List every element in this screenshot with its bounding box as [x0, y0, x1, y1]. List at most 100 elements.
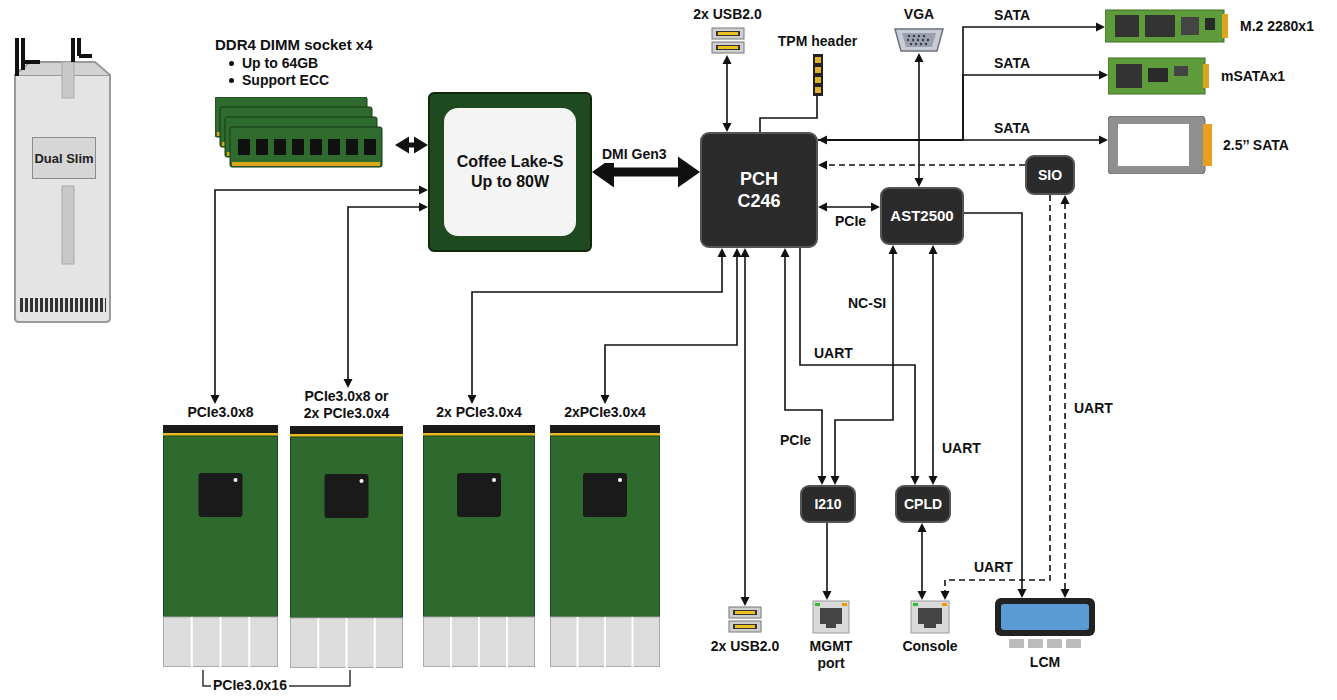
- drawing-part: [1105, 10, 1224, 42]
- pcie-card: PCIe3.0x8 or 2x PCIe3.0x4: [290, 388, 403, 668]
- dimm-sockets: DDR4 DIMM socket x4Up to 64GBSupport ECC: [215, 35, 395, 172]
- label-text: 2x PCIe3.0x4: [436, 404, 522, 421]
- arrowhead: [871, 203, 880, 212]
- signal-line: [613, 168, 679, 177]
- signal-line: [826, 523, 828, 592]
- drawing-part: [913, 603, 918, 606]
- drawing-part: [256, 139, 268, 155]
- arrowhead: [741, 248, 750, 257]
- drawing-part: [62, 62, 74, 98]
- drawing-part: [815, 67, 821, 73]
- usb-port: 2x USB2.0: [690, 6, 765, 55]
- arrowhead: [1099, 136, 1108, 145]
- label-text: MGMT port: [806, 638, 856, 672]
- msata-picture: [1108, 56, 1211, 96]
- signal-line: [744, 256, 746, 598]
- drawing-part: [927, 39, 929, 41]
- arrowhead: [818, 476, 827, 485]
- drawing-part: [813, 54, 823, 96]
- drawing-part: [716, 31, 740, 36]
- arrowhead: [823, 591, 832, 600]
- dashed-line: [945, 195, 1050, 592]
- connector: [601, 248, 742, 404]
- usb-picture: [728, 606, 762, 634]
- drawing-part: [424, 436, 535, 617]
- drawing-part: [292, 139, 304, 155]
- connector: [818, 203, 880, 212]
- edge-label: UART: [940, 440, 983, 457]
- cpu-lid: Coffee Lake-S Up to 80W: [444, 108, 576, 236]
- edge-label: SATA: [992, 7, 1032, 24]
- arrowhead: [419, 203, 428, 212]
- arrowhead: [1061, 195, 1070, 204]
- arrowhead: [414, 137, 428, 154]
- msata-ssd: mSATAx1: [1108, 56, 1285, 96]
- arrowhead: [1099, 71, 1108, 80]
- drawing-part: [164, 436, 278, 617]
- connector: [818, 136, 1108, 145]
- drawing-part: [199, 473, 243, 517]
- signal-line: [826, 139, 1100, 141]
- drawing-part: [310, 139, 322, 155]
- drawing-part: [618, 478, 622, 482]
- arrowhead: [718, 248, 727, 257]
- edge-label: PCIe: [833, 213, 868, 230]
- drawing-part: [1115, 15, 1139, 37]
- arrowhead: [918, 591, 927, 600]
- drawing-part: [1145, 15, 1175, 37]
- connector: [1061, 195, 1070, 598]
- arrowhead: [915, 178, 924, 187]
- drawing-part: [577, 617, 579, 667]
- label-text: 2.5’’ SATA: [1223, 137, 1289, 154]
- drawing-part: [317, 618, 319, 668]
- connector: [211, 186, 429, 405]
- arrowhead: [741, 597, 750, 606]
- edge-label: DMI Gen3: [600, 146, 669, 163]
- pch-chip: PCH C246: [700, 132, 818, 248]
- dashed-line: [826, 164, 1025, 166]
- label-group: PCIe3.0x8 or 2x PCIe3.0x4: [297, 388, 397, 422]
- drawing-part: [908, 35, 910, 37]
- cpld-chip: CPLD: [895, 485, 951, 523]
- signal-line: [408, 143, 415, 148]
- drawing-part: [583, 473, 627, 517]
- signal-line: [818, 27, 1097, 140]
- bay-label: Dual Slim: [32, 137, 96, 179]
- label-group: 2x PCIe3.0x4: [436, 404, 522, 421]
- drawing-part: [450, 617, 452, 667]
- drawing-part: [918, 608, 942, 628]
- drawing-part: [1116, 64, 1142, 88]
- drawing-part: [735, 611, 755, 614]
- rj-picture: [910, 600, 950, 634]
- card-picture: [423, 425, 535, 667]
- drawing-part: [917, 39, 919, 41]
- edge-label: NC-SI: [846, 295, 888, 312]
- bus-label: PCIe3.0x16: [211, 677, 289, 694]
- chassis-drawing: [15, 38, 110, 322]
- drawing-part: [424, 617, 535, 667]
- card-picture: [550, 425, 660, 667]
- signal-line: [760, 96, 817, 132]
- drawing-part: [1066, 639, 1081, 648]
- label-text: 2x USB2.0: [711, 638, 779, 655]
- label-group: Console: [902, 638, 957, 655]
- drawing-part: [712, 28, 744, 39]
- label-group: 2x USB2.0: [711, 638, 779, 655]
- drawing-part: [942, 603, 947, 606]
- arrowhead: [818, 161, 827, 170]
- connector: [818, 23, 1105, 141]
- drawing-part: [346, 139, 358, 155]
- label-text: LCM: [1030, 654, 1060, 671]
- drawing-part: [632, 617, 634, 667]
- drawing-part: [290, 426, 403, 434]
- drawing-part: [729, 621, 761, 632]
- drawing-part: [1222, 14, 1228, 38]
- drawing-part: [915, 43, 917, 45]
- lcm-picture: [995, 598, 1095, 650]
- drawing-part: [550, 425, 660, 433]
- label-group: PCIe3.0x8: [187, 404, 253, 421]
- arrowhead: [395, 137, 409, 154]
- drawing-part: [912, 39, 914, 41]
- label-text: DDR4 DIMM socket x4: [215, 35, 373, 55]
- label-group: TPM header: [778, 33, 857, 50]
